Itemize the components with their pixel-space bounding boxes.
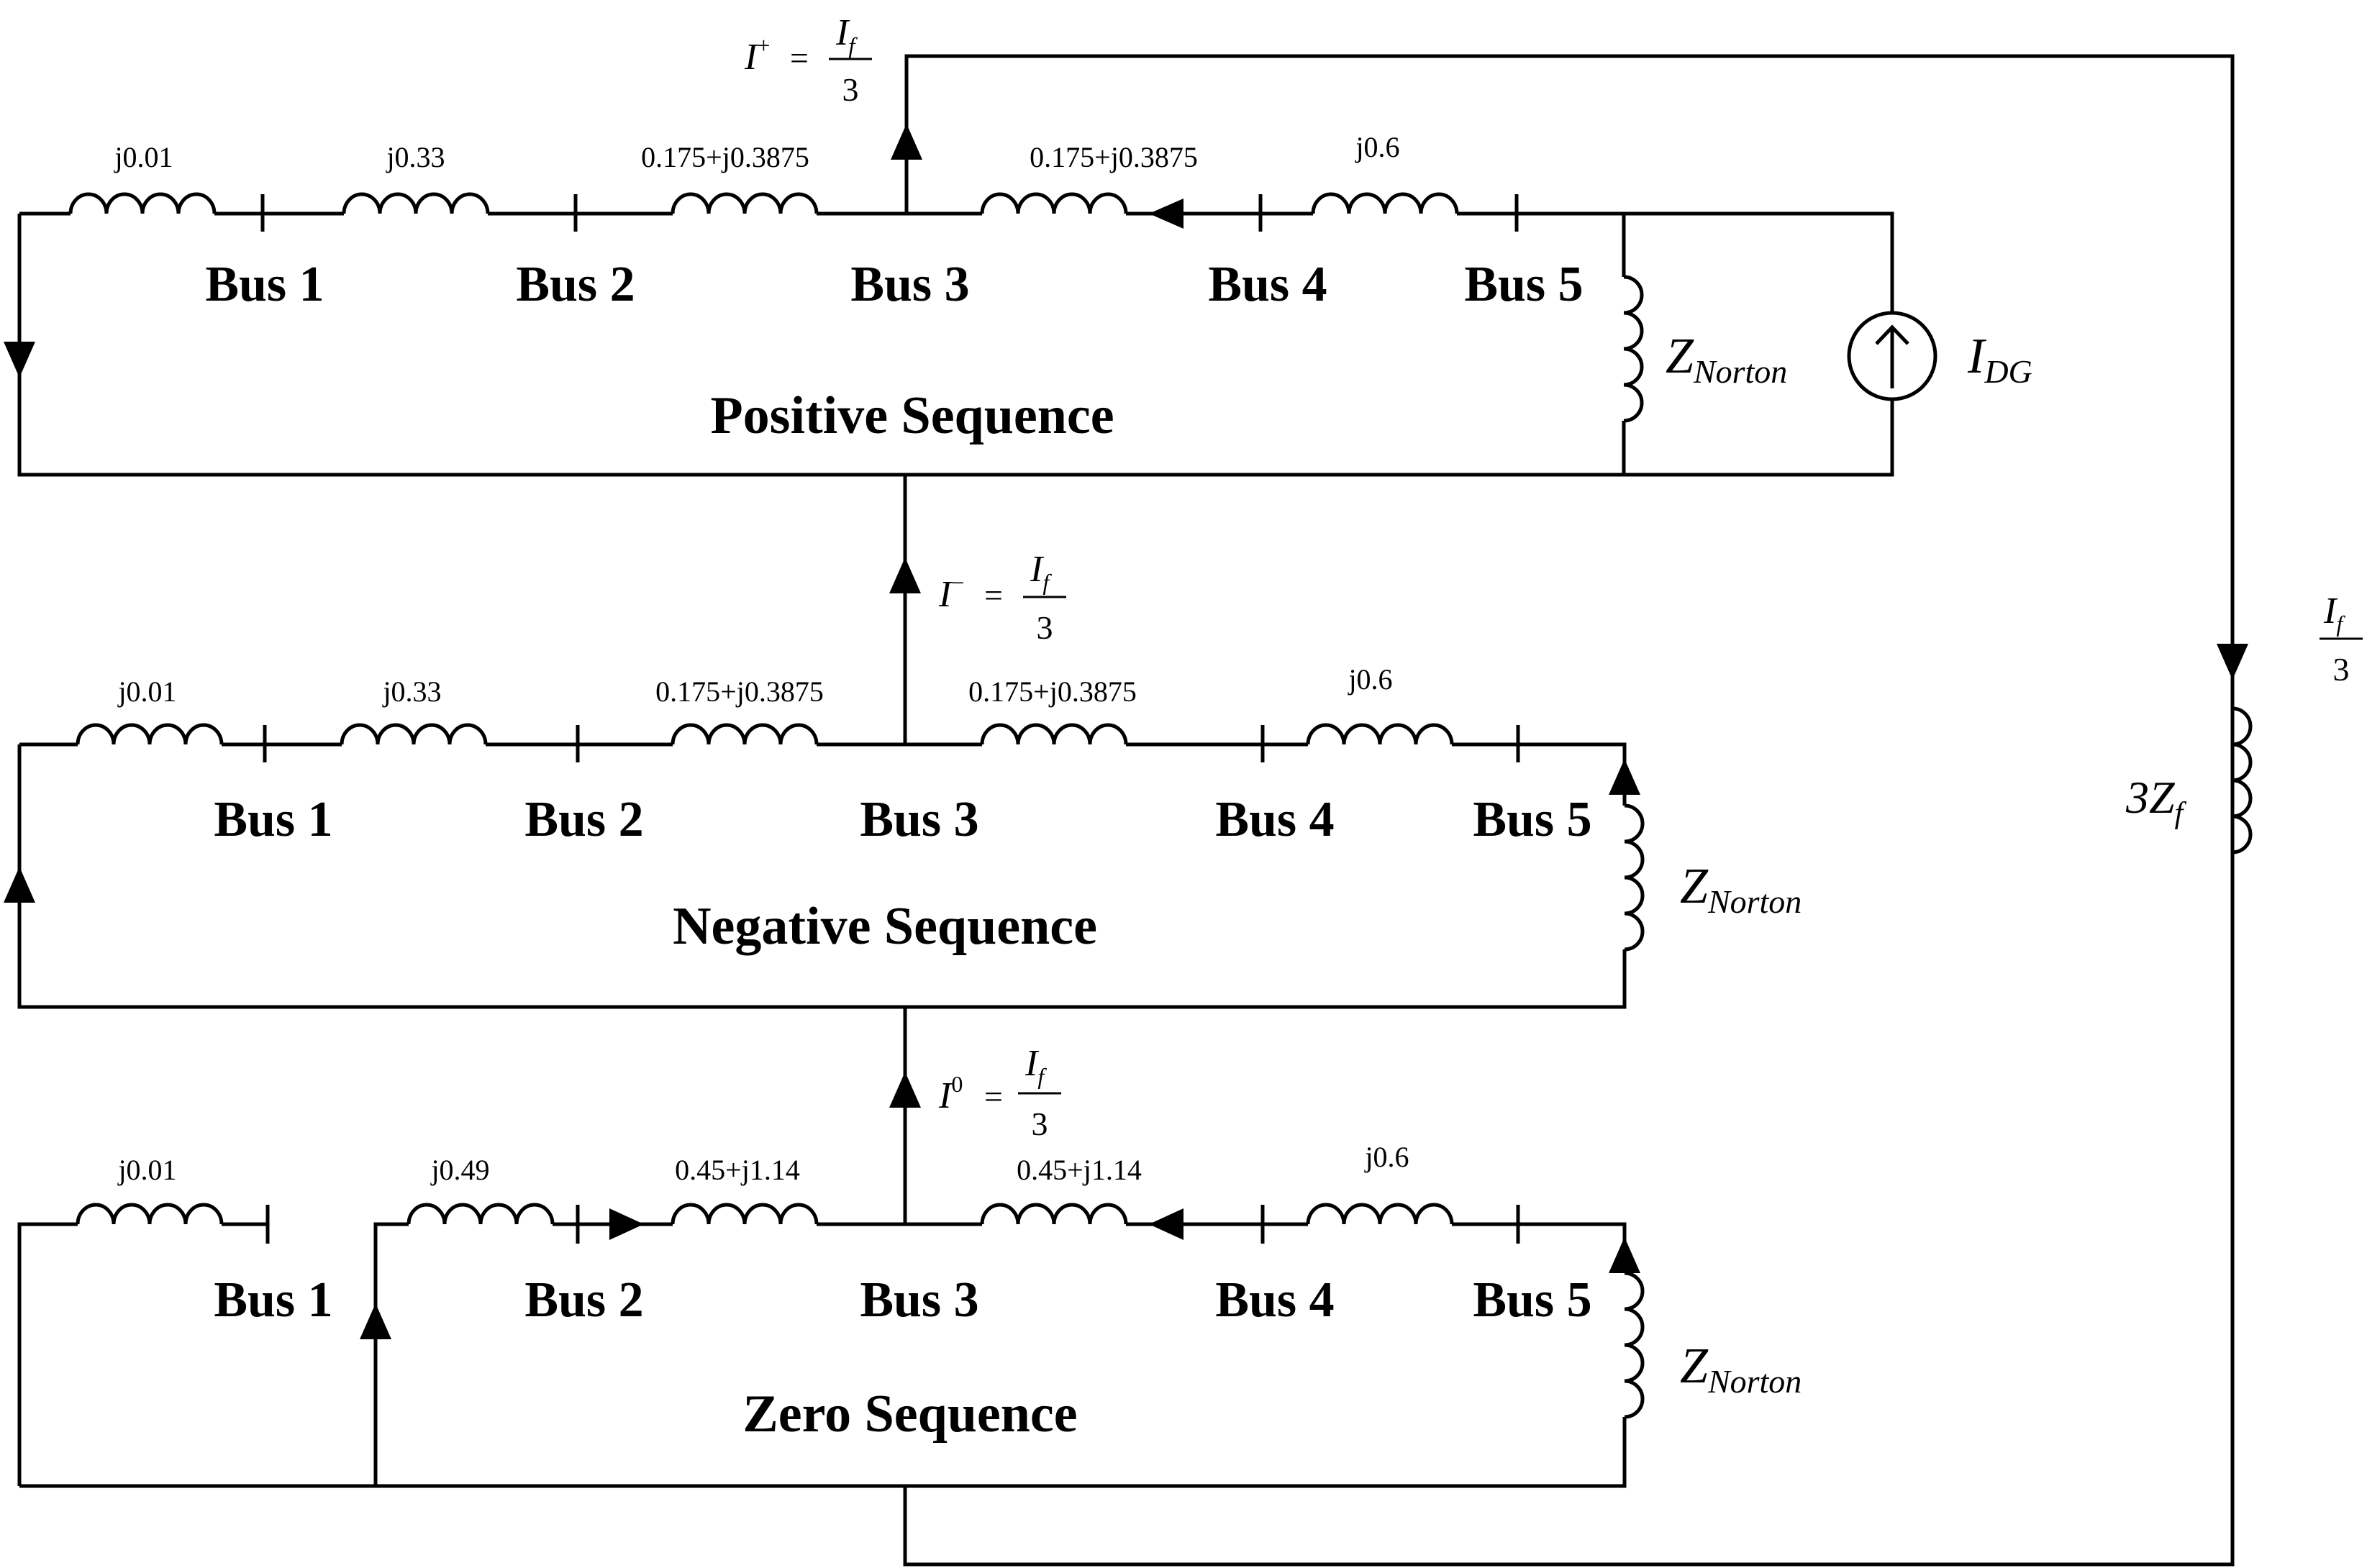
- zero-inductor-z1: [78, 1205, 222, 1224]
- positive-z2-label: j0.33: [385, 141, 445, 173]
- negative-sequence-title: Negative Sequence: [673, 897, 1097, 956]
- negative-current-eq: =: [984, 577, 1003, 614]
- positive-inductor-z23: [673, 194, 817, 214]
- negative-bus4-label: Bus 4: [1215, 792, 1334, 847]
- negative-bus1-label: Bus 1: [214, 792, 332, 847]
- negative-inductor-z45: [1308, 725, 1452, 744]
- negative-top-wire: [17, 742, 1627, 1009]
- positive-z12-label: j0.01: [113, 141, 173, 173]
- negative-z2-label: j0.33: [381, 675, 441, 708]
- negative-bus2-label: Bus 2: [524, 792, 643, 847]
- positive-bus2-label: Bus 2: [516, 257, 635, 312]
- negative-z23-label: 0.175+j0.3875: [655, 675, 824, 708]
- zero-inductor-z45: [1308, 1205, 1452, 1224]
- current-source-arrow-icon: [1875, 324, 1909, 388]
- negative-bus3-label: Bus 3: [860, 792, 978, 847]
- negative-z45-label: j0.6: [1347, 663, 1392, 696]
- negative-sequence-network: [17, 475, 1643, 1224]
- positive-current-frac-den: 3: [842, 71, 859, 108]
- arrow-up-negative-bus3: [889, 557, 921, 593]
- positive-inductor-z45: [1313, 194, 1457, 214]
- negative-z34-label: 0.175+j0.3875: [968, 675, 1137, 708]
- zero-bus4-label: Bus 4: [1215, 1272, 1334, 1328]
- zero-inductor-z34: [982, 1205, 1126, 1224]
- negative-inductor-z23: [673, 725, 817, 744]
- zero-current-eq: =: [984, 1078, 1003, 1115]
- arrow-up-zero-bus3: [889, 1072, 921, 1108]
- arrow-left-positive-bus4: [1149, 199, 1184, 229]
- zero-z23-label: 0.45+j1.14: [675, 1154, 800, 1186]
- zero-sequence-network: [17, 708, 2250, 1567]
- positive-norton-label: ZNorton: [1666, 329, 1787, 390]
- positive-current-label: I+: [744, 32, 770, 78]
- zero-current-frac-num: If: [1025, 1043, 1047, 1089]
- zero-sequence-title: Zero Sequence: [742, 1385, 1077, 1444]
- zero-bus-ticks: [576, 1205, 1520, 1244]
- positive-bus1-label: Bus 1: [205, 257, 324, 312]
- negative-inductor-z2: [342, 725, 486, 744]
- fault-return-wire: [903, 852, 2235, 1567]
- current-arrows: [4, 124, 2248, 1339]
- positive-inductor-z2: [344, 194, 488, 214]
- zero-inductor-norton: [1625, 1273, 1643, 1417]
- positive-sequence-title: Positive Sequence: [710, 386, 1114, 445]
- zero-bus1-label: Bus 1: [214, 1272, 332, 1328]
- positive-bus4-label: Bus 4: [1208, 257, 1327, 312]
- zero-z45-label: j0.6: [1363, 1141, 1409, 1173]
- positive-inductor-z34: [982, 194, 1126, 214]
- zero-bus1-stub: [17, 1205, 270, 1486]
- arrow-up-negative-bus5: [1609, 759, 1640, 795]
- arrow-up-zero-bus5: [1609, 1237, 1640, 1273]
- zero-z1-label: j0.01: [117, 1154, 176, 1186]
- negative-inductor-z34: [982, 725, 1126, 744]
- negative-inductor-norton: [1625, 806, 1643, 949]
- arrow-down-fault-return: [2217, 644, 2248, 680]
- zero-main-wire: [19, 1222, 1627, 1488]
- positive-z45-label: j0.6: [1354, 131, 1399, 163]
- negative-current-frac-den: 3: [1037, 609, 1053, 646]
- fault-current-frac-den: 3: [2333, 651, 2350, 688]
- arrow-down-positive-left: [4, 342, 35, 378]
- positive-z23-label: 0.175+j0.3875: [641, 141, 809, 173]
- negative-current-frac-num: If: [1030, 549, 1052, 595]
- positive-current-eq: =: [790, 40, 809, 76]
- zero-z34-label: 0.45+j1.14: [1017, 1154, 1142, 1186]
- arrow-up-positive-bus3: [891, 124, 922, 160]
- positive-inductor-norton: [1624, 277, 1642, 421]
- arrow-right-zero-bus2: [609, 1208, 644, 1240]
- positive-bus5-label: Bus 5: [1464, 257, 1583, 312]
- zero-current-label: I0: [938, 1071, 963, 1116]
- zero-inductor-z23: [673, 1205, 817, 1224]
- positive-z34-label: 0.175+j0.3875: [1030, 141, 1198, 173]
- fault-impedance-label: 3Zf: [2125, 772, 2187, 830]
- zero-z12-label: j0.49: [430, 1154, 489, 1186]
- positive-inductor-z12: [71, 194, 214, 214]
- negative-z12-label: j0.01: [117, 675, 176, 708]
- zero-current-frac-den: 3: [1032, 1106, 1048, 1142]
- negative-bus-ticks: [263, 725, 1520, 762]
- positive-bus3-label: Bus 3: [850, 257, 969, 312]
- negative-inductor-z12: [78, 725, 222, 744]
- zero-inductor-z12: [409, 1205, 553, 1224]
- fault-impedance-inductor: [2232, 708, 2250, 852]
- arrow-left-zero-bus4: [1149, 1208, 1184, 1240]
- negative-current-label: I−: [938, 570, 964, 615]
- negative-norton-label: ZNorton: [1680, 859, 1802, 920]
- idg-label: IDG: [1967, 329, 2032, 390]
- arrow-up-negative-left: [4, 867, 35, 903]
- negative-bus5-label: Bus 5: [1473, 792, 1591, 847]
- positive-top-wire: [17, 211, 1894, 477]
- positive-current-frac-num: If: [835, 12, 858, 58]
- zero-norton-label: ZNorton: [1680, 1339, 1802, 1400]
- fault-current-frac-num: If: [2323, 591, 2345, 637]
- arrow-up-zero-bus2: [360, 1303, 391, 1339]
- zero-bus5-label: Bus 5: [1473, 1272, 1591, 1328]
- zero-bus2-label: Bus 2: [524, 1272, 643, 1328]
- positive-bus-ticks: [260, 194, 1519, 232]
- zero-bus3-label: Bus 3: [860, 1272, 978, 1328]
